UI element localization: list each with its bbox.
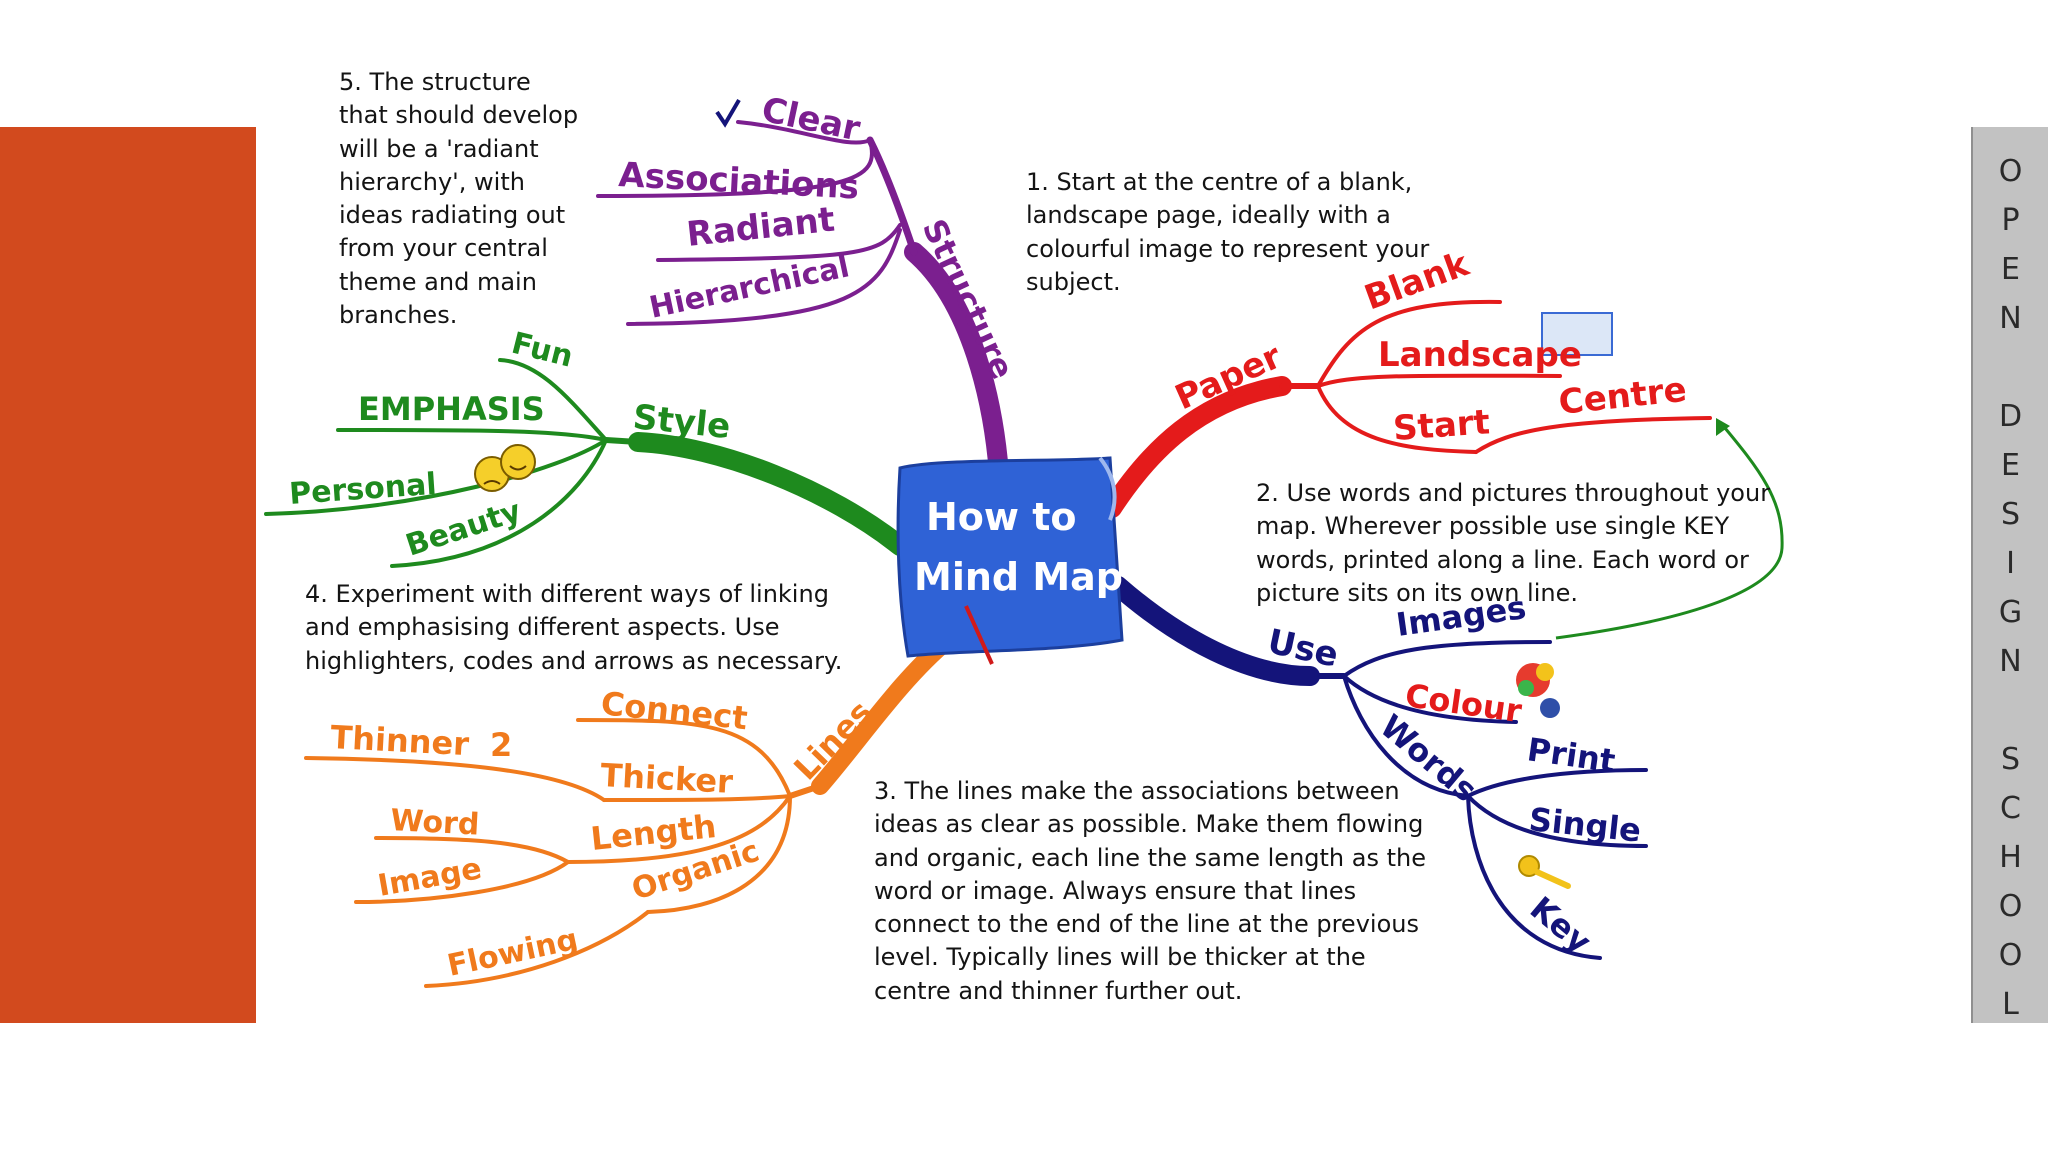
lines-item-word: Word [390, 803, 481, 843]
lines-thinner-line [306, 758, 604, 800]
note-1: 1. Start at the centre of a blank, lands… [1026, 166, 1429, 299]
style-item-fun: Fun [508, 326, 576, 375]
style-emphasis-line [338, 430, 606, 440]
centre-title-line2: Mind Map [914, 555, 1123, 599]
note-2: 2. Use words and pictures throughout you… [1256, 477, 1770, 610]
lines-item-image: Image [375, 851, 484, 904]
style-main-line [638, 442, 900, 546]
lines-item-2: 2 [490, 726, 512, 764]
smiley-faces-icon [475, 445, 535, 491]
lines-item-thinner: Thinner [330, 718, 471, 763]
centre-title-line1: How to [926, 495, 1077, 539]
use-item-colour: Colour [1403, 676, 1524, 730]
style-item-personal: Personal [288, 467, 438, 512]
lines-item-thicker: Thicker [600, 756, 734, 801]
words-item-print: Print [1525, 730, 1618, 780]
paper-item-centre: Centre [1557, 370, 1689, 423]
palette-icon [1516, 663, 1560, 718]
structure-item-radiant: Radiant [685, 200, 837, 255]
style-stem-line [606, 440, 638, 442]
paper-landscape-line [1318, 376, 1560, 386]
words-item-single: Single [1527, 800, 1643, 850]
paper-centre-line [1476, 418, 1710, 452]
note-4: 4. Experiment with different ways of lin… [305, 578, 842, 678]
lines-item-connect: Connect [599, 684, 749, 737]
paper-item-start: Start [1392, 402, 1491, 449]
checkmark-icon [717, 100, 739, 124]
words-print-line [1468, 770, 1646, 796]
key-icon [1519, 856, 1568, 886]
central-image: How to Mind Map [898, 458, 1123, 664]
structure-item-clear: Clear [758, 90, 864, 150]
style-item-emphasis: EMPHASIS [358, 390, 545, 428]
paper-item-landscape: Landscape [1378, 335, 1582, 375]
note-5: 5. The structure that should develop wil… [339, 66, 578, 332]
note-3: 3. The lines make the associations betwe… [874, 775, 1426, 1008]
